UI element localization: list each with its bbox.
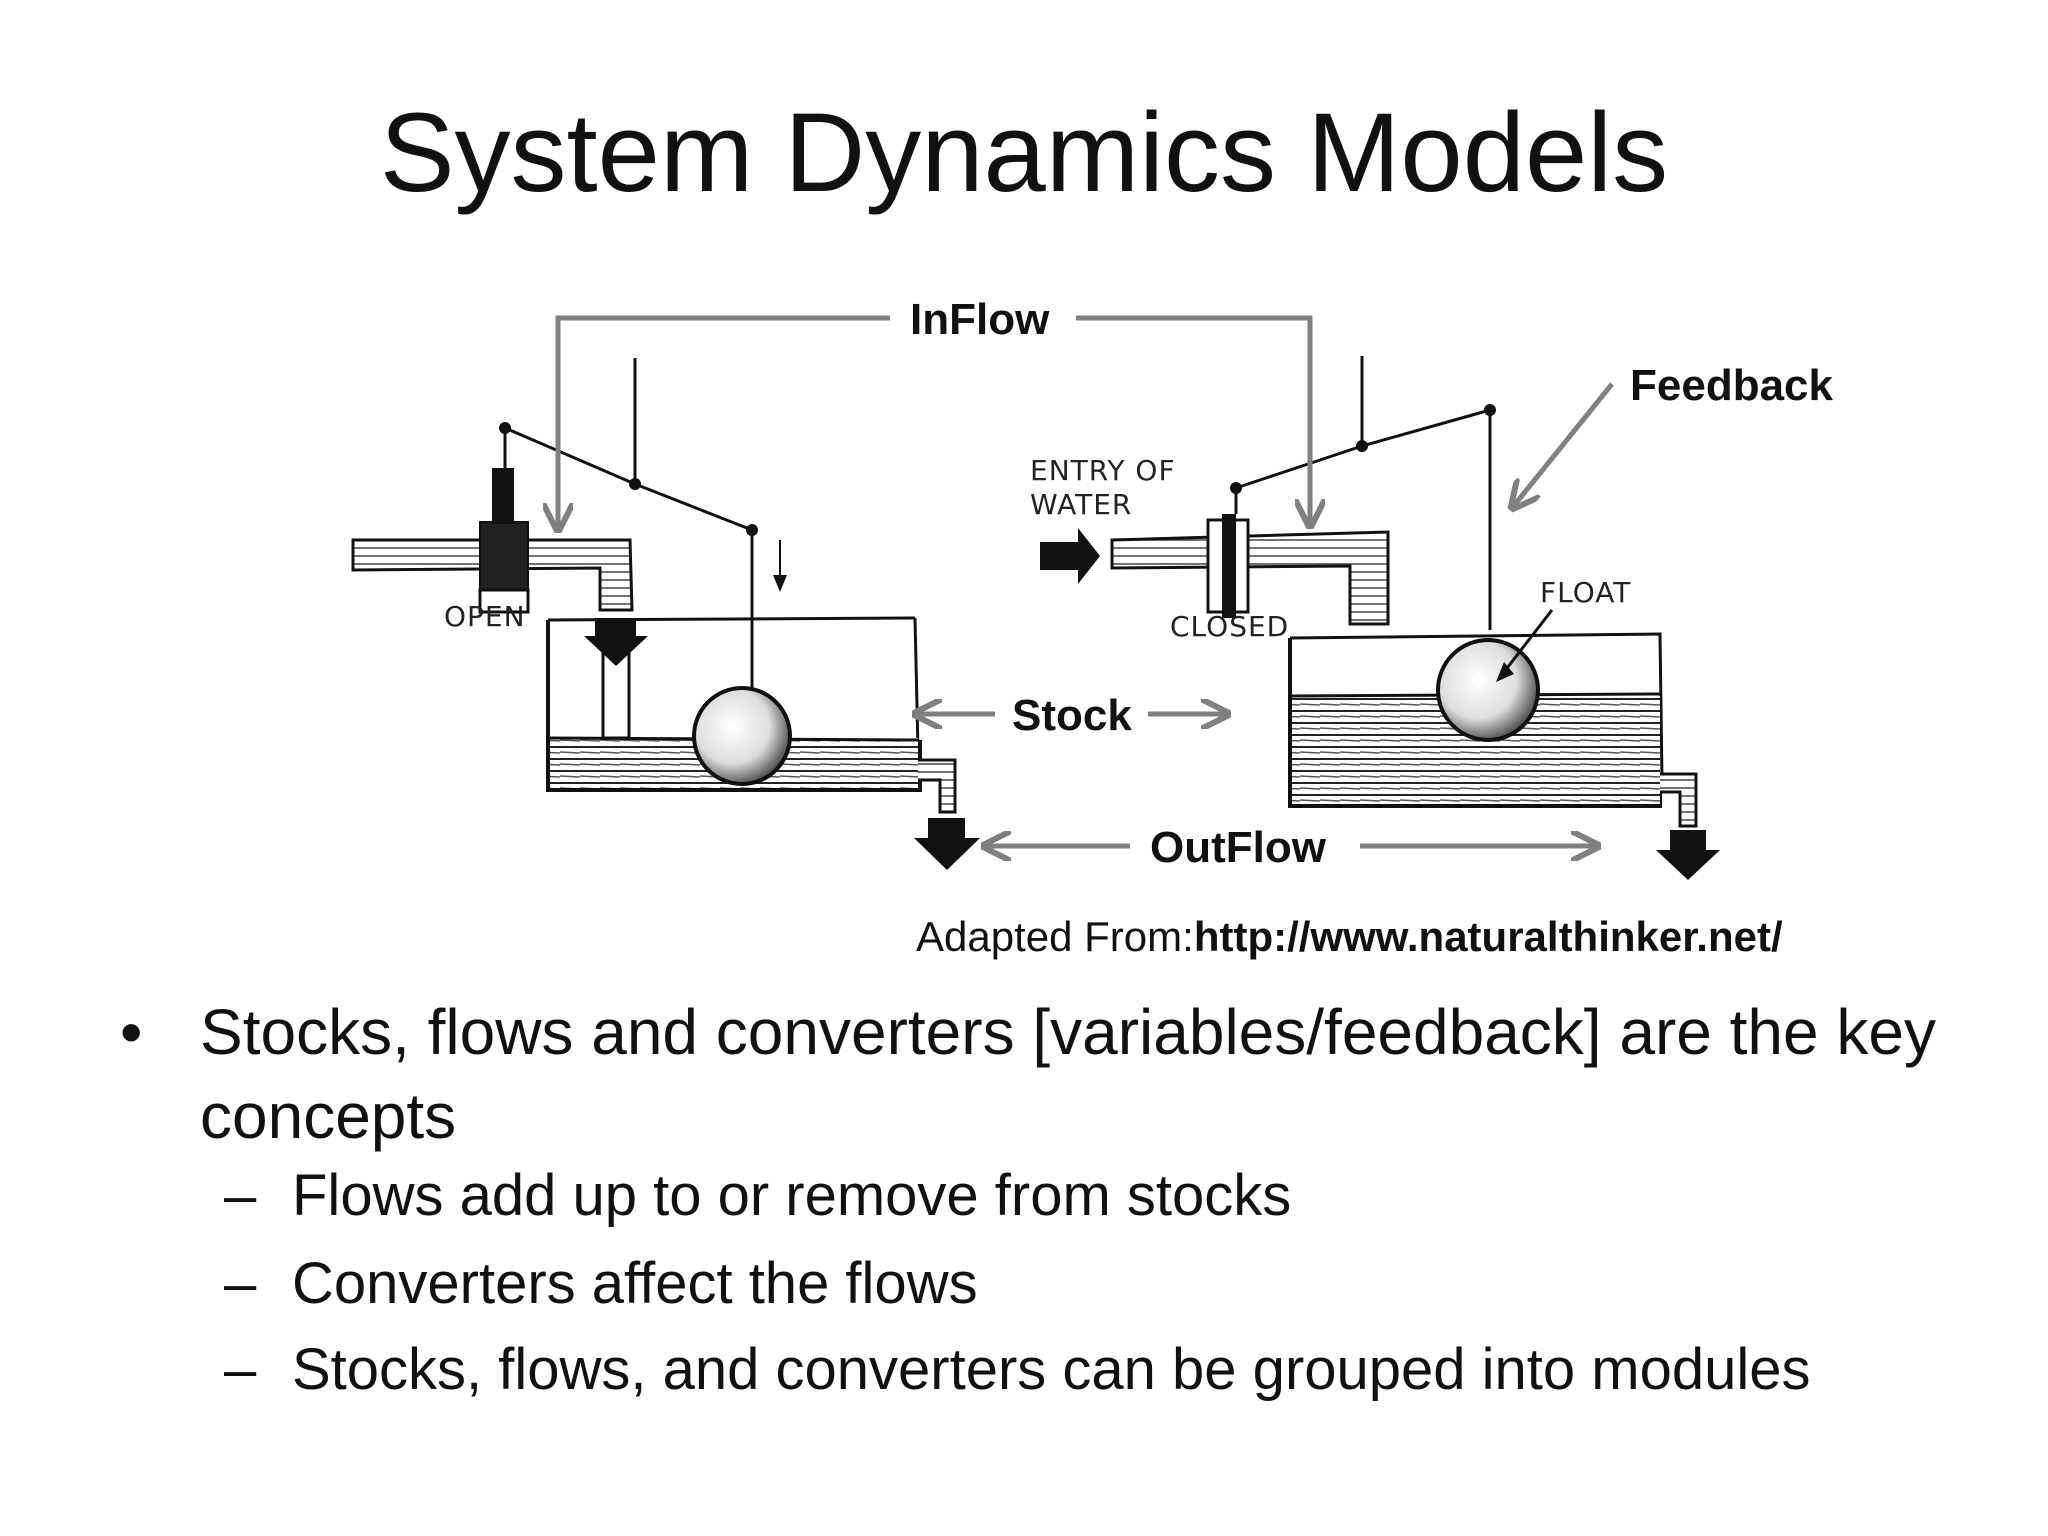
left-tank-sketch: OPEN bbox=[351, 358, 980, 870]
outflow-label: OutFlow bbox=[1150, 823, 1327, 872]
open-label: OPEN bbox=[444, 600, 526, 633]
sub-bullet-item: – Converters affect the flows bbox=[224, 1248, 1992, 1320]
attribution-url: http://www.naturalthinker.net/ bbox=[1193, 913, 1783, 960]
sub-bullet-marker: – bbox=[224, 1163, 257, 1228]
attribution-prefix: Adapted From: bbox=[916, 913, 1194, 960]
right-tank-sketch: ENTRY OF WATER CLOSED FLOAT bbox=[1030, 356, 1720, 880]
annotation-arrows bbox=[558, 315, 1614, 846]
stock-label: Stock bbox=[1012, 691, 1132, 740]
bullet-text: Stocks, flows and converters [variables/… bbox=[200, 996, 1936, 1152]
feedback-label: Feedback bbox=[1630, 361, 1834, 410]
entry-of-water-label-line1: ENTRY OF bbox=[1030, 454, 1176, 487]
sub-bullet-marker: – bbox=[224, 1251, 257, 1316]
float-label: FLOAT bbox=[1540, 576, 1631, 609]
sub-bullet-marker: – bbox=[224, 1337, 257, 1402]
sub-bullet-text: Stocks, flows, and converters can be gro… bbox=[292, 1337, 1811, 1402]
bullet-marker: • bbox=[120, 996, 143, 1068]
attribution: Adapted From:http://www.naturalthinker.n… bbox=[916, 912, 1783, 962]
feedback-arrow bbox=[1512, 382, 1614, 508]
sub-bullet-text: Converters affect the flows bbox=[292, 1251, 978, 1316]
entry-of-water-label-line2: WATER bbox=[1030, 488, 1132, 521]
sub-bullet-item: – Flows add up to or remove from stocks bbox=[224, 1160, 1992, 1232]
inflow-arrow-left bbox=[558, 315, 890, 530]
sub-bullet-item: – Stocks, flows, and converters can be g… bbox=[224, 1334, 1992, 1406]
sub-bullet-text: Flows add up to or remove from stocks bbox=[292, 1163, 1292, 1228]
slide-title: System Dynamics Models bbox=[379, 90, 1669, 215]
inflow-arrow-right bbox=[1076, 315, 1310, 526]
inflow-label: InFlow bbox=[910, 295, 1050, 344]
bullet-item: • Stocks, flows and converters [variable… bbox=[120, 990, 1980, 1158]
closed-label: CLOSED bbox=[1170, 610, 1289, 643]
